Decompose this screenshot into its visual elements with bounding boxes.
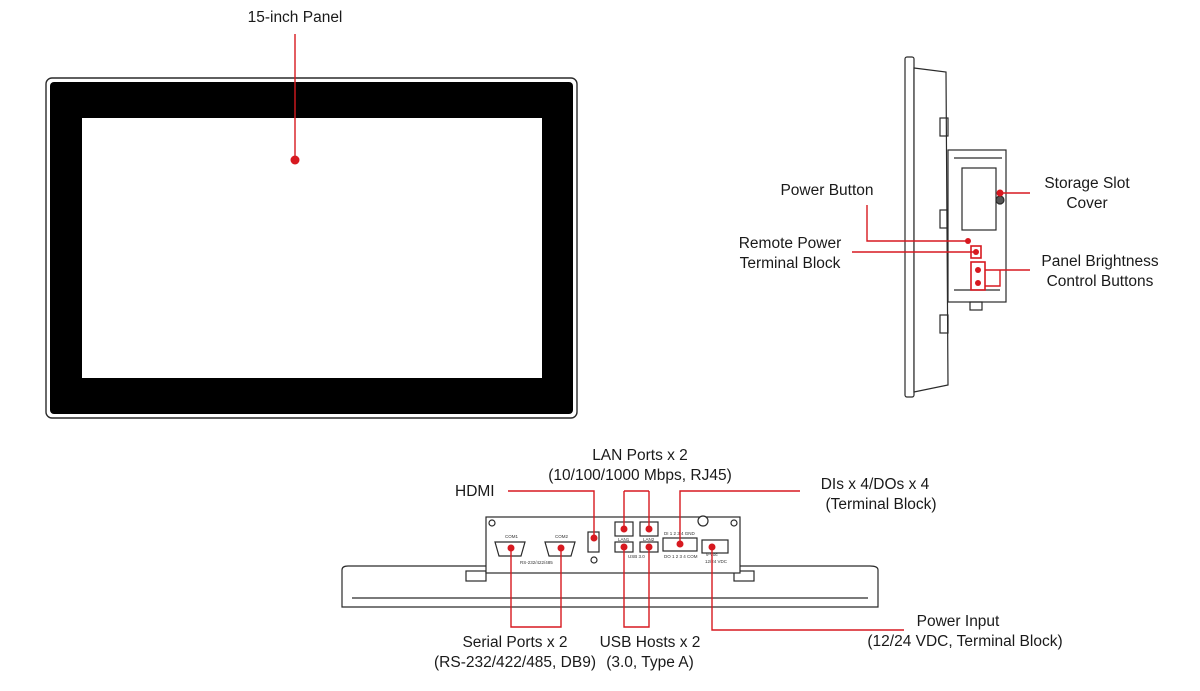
callout-dots [290, 155, 1004, 552]
hdmi-label: HDMI [455, 483, 495, 500]
storage-screw [995, 195, 1005, 205]
side-view [904, 56, 1007, 398]
lan2-text: LAN2 [643, 537, 655, 542]
panel-label: 15-inch Panel [247, 9, 343, 26]
storage-label-2: Cover [1066, 195, 1108, 212]
side-clip-3 [939, 314, 949, 334]
usb-label-2: (3.0, Type A) [606, 654, 694, 671]
brightness-label-1: Panel Brightness [1041, 253, 1159, 270]
lan-label-1: LAN Ports x 2 [592, 447, 688, 464]
dio-label-2: (Terminal Block) [825, 496, 937, 513]
side-bezel [904, 56, 915, 398]
callout-lines [294, 34, 1030, 631]
serial-label-1: Serial Ports x 2 [462, 634, 568, 651]
side-clip-1 [939, 117, 949, 137]
front-screen [82, 118, 542, 378]
remote-power-label-1: Remote Power [738, 235, 842, 252]
do-row-text: DO 1 2 3 4 COM [664, 554, 698, 559]
usb-text: USB 3.0 [628, 554, 645, 559]
com1-text: COM1 [505, 534, 518, 539]
front-view [45, 77, 578, 419]
lan1-text: LAN1 [618, 537, 630, 542]
storage-slot-cover [961, 167, 997, 231]
com-std-text: RS-232/422/485 [520, 560, 553, 565]
lan-label-2: (10/100/1000 Mbps, RJ45) [548, 467, 732, 484]
usb-label-1: USB Hosts x 2 [599, 634, 701, 651]
storage-label-1: Storage Slot [1044, 175, 1130, 192]
bottom-io-body [485, 516, 741, 574]
bottom-foot-left [465, 570, 487, 582]
brightness-label-2: Control Buttons [1046, 273, 1154, 290]
com2-text: COM2 [555, 534, 568, 539]
side-body [913, 67, 949, 393]
power-spec-text: 12/24 VDC [705, 559, 728, 564]
power-input-label-2: (12/24 VDC, Terminal Block) [867, 633, 1063, 650]
panel-dot [290, 155, 300, 165]
bottom-foot-right [733, 570, 755, 582]
side-foot [969, 301, 983, 311]
power-button-label: Power Button [780, 182, 874, 199]
power-input-label-1: Power Input [916, 613, 1000, 630]
dio-label-1: DIs x 4/DOs x 4 [820, 476, 930, 493]
bottom-view [341, 515, 879, 608]
serial-label-2: (RS-232/422/485, DB9) [434, 654, 596, 671]
remote-power-label-2: Terminal Block [739, 255, 841, 272]
